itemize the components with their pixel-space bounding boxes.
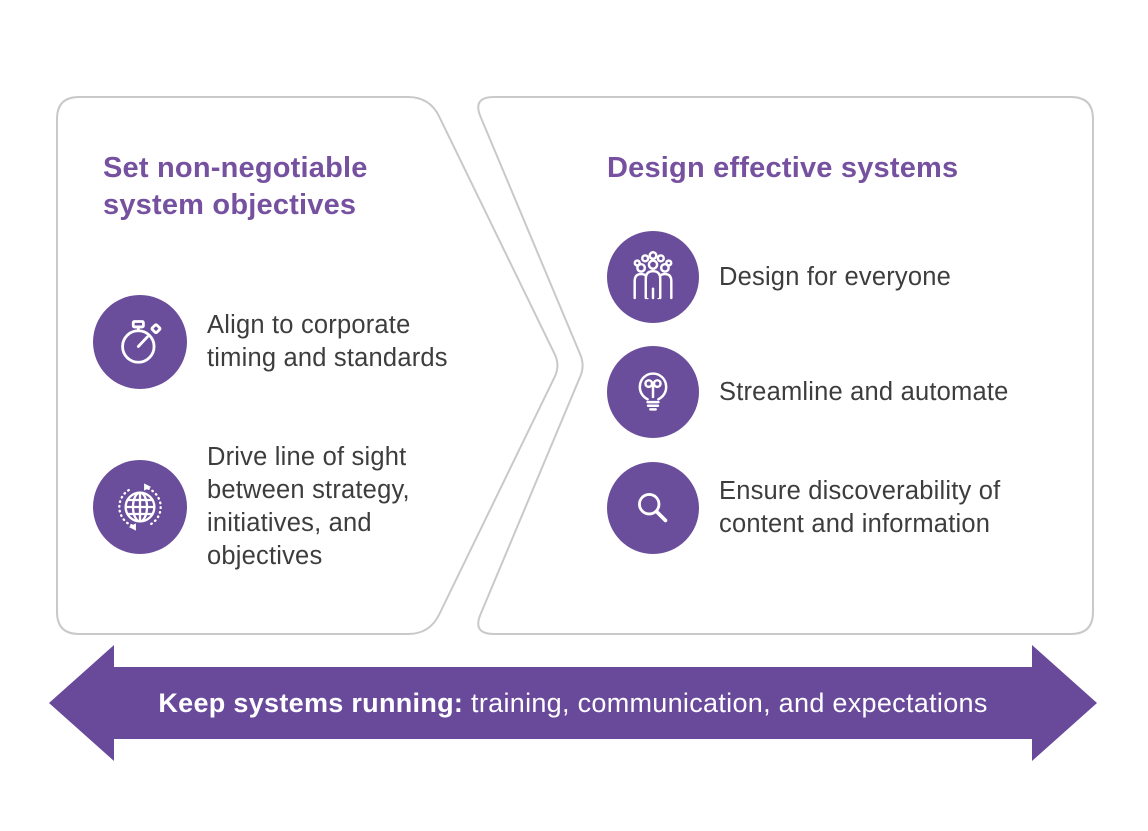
list-item-line-of-sight: Drive line of sight between strategy, in… xyxy=(93,441,410,573)
item-text: Drive line of sight between strategy, in… xyxy=(207,443,410,570)
list-item-design-everyone: Design for everyone xyxy=(607,231,951,323)
magnifier-icon xyxy=(607,462,699,554)
item-text: Ensure discoverability of content and in… xyxy=(719,477,1001,538)
list-item-discoverability: Ensure discoverability of content and in… xyxy=(607,462,1000,554)
left-panel-title: Set non-negotiable system objectives xyxy=(103,152,368,221)
double-arrow-banner xyxy=(49,645,1097,761)
people-icon xyxy=(607,231,699,323)
item-text: Align to corporate timing and standards xyxy=(207,311,448,372)
right-panel-title: Design effective systems xyxy=(607,152,959,184)
stopwatch-icon xyxy=(93,295,187,389)
item-text: Design for everyone xyxy=(719,262,952,291)
banner-label: Keep systems running: training, communic… xyxy=(114,667,1032,739)
list-item-streamline: Streamline and automate xyxy=(607,346,1009,438)
banner-label-bold: Keep systems running: xyxy=(158,687,464,718)
list-item-align-timing: Align to corporate timing and standards xyxy=(93,295,448,389)
item-text: Streamline and automate xyxy=(719,377,1009,406)
banner-label-rest: training, communication, and expectation… xyxy=(463,687,988,718)
globe-icon xyxy=(93,460,187,554)
lightbulb-icon xyxy=(607,346,699,438)
